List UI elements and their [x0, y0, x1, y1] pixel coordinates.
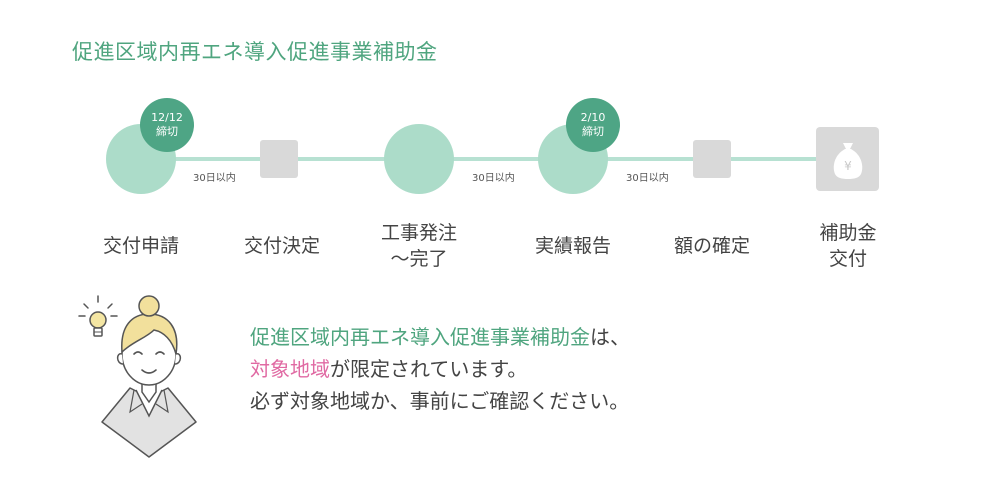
step-label-construction: 工事発注 〜完了 — [368, 220, 470, 272]
notice-line-2: 対象地域が限定されています。 — [250, 353, 630, 385]
duration-label-3: 30日以内 — [626, 173, 669, 184]
step-node-construction — [384, 124, 454, 194]
person-illustration — [78, 295, 197, 458]
deadline-date-1: 12/12 — [151, 111, 183, 124]
deadline-date-2: 2/10 — [580, 111, 606, 124]
step-label-line: 実績報告 — [534, 235, 611, 257]
step-label-line: 交付決定 — [243, 235, 320, 257]
lightbulb-icon — [78, 295, 118, 337]
deadline-text-1: 締切 — [156, 125, 178, 138]
yen-symbol: ¥ — [844, 159, 852, 173]
step-label-line: 〜完了 — [390, 248, 448, 270]
notice-highlight-area: 対象地域 — [250, 357, 330, 381]
duration-label-2: 30日以内 — [472, 173, 515, 184]
deadline-badge-2: 2/10 締切 — [566, 98, 620, 152]
money-bag-icon: ¥ — [833, 143, 862, 179]
notice-text: は、 — [590, 325, 630, 349]
step-label-amount: 額の確定 — [661, 233, 763, 259]
notice-line-1: 促進区域内再エネ導入促進事業補助金は、 — [250, 321, 630, 353]
step-label-line: 交付申請 — [102, 235, 179, 257]
step-label-line: 工事発注 — [380, 222, 457, 244]
step-label-decision: 交付決定 — [231, 233, 333, 259]
page-title: 促進区域内再エネ導入促進事業補助金 — [72, 40, 438, 64]
step-node-amount — [693, 140, 731, 178]
step-label-line: 交付 — [828, 248, 867, 270]
step-label-payment: 補助金 交付 — [797, 220, 899, 272]
notice-highlight-program: 促進区域内再エネ導入促進事業補助金 — [250, 325, 590, 349]
notice-line-3: 必ず対象地域か、事前にご確認ください。 — [250, 389, 630, 413]
step-node-decision — [260, 140, 298, 178]
step-node-payment: ¥ — [816, 127, 879, 191]
notice-message: 促進区域内再エネ導入促進事業補助金は、 対象地域が限定されています。 必ず対象地… — [250, 321, 630, 417]
step-label-application: 交付申請 — [90, 233, 192, 259]
step-label-line: 額の確定 — [673, 235, 750, 257]
deadline-text-2: 締切 — [582, 125, 604, 138]
step-label-report: 実績報告 — [522, 233, 624, 259]
notice-text: が限定されています。 — [330, 357, 528, 381]
step-label-line: 補助金 — [819, 222, 877, 244]
duration-label-1: 30日以内 — [193, 173, 236, 184]
timeline-connector — [140, 157, 848, 161]
deadline-badge-1: 12/12 締切 — [140, 98, 194, 152]
